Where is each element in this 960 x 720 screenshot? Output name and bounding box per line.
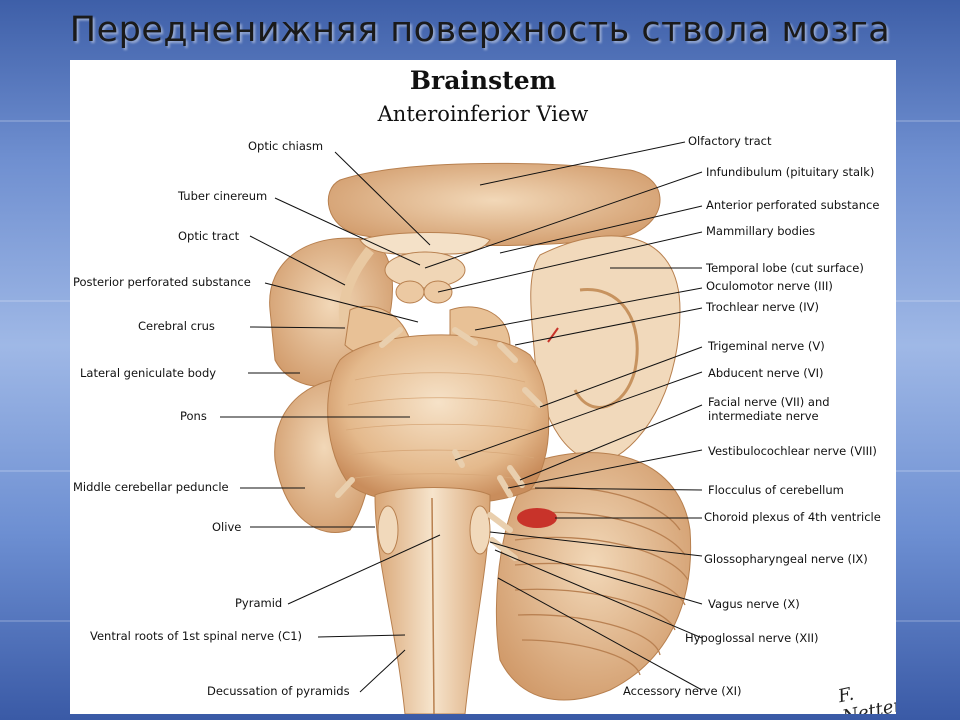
- label-glossopharyngeal-nerve: Glossopharyngeal nerve (IX): [704, 552, 868, 566]
- label-facial-nerve-line2: intermediate nerve: [708, 409, 819, 423]
- label-abducent-nerve: Abducent nerve (VI): [708, 366, 824, 380]
- label-facial-nerve-line1: Facial nerve (VII) and: [708, 395, 830, 409]
- label-decussation-of-pyramids: Decussation of pyramids: [207, 684, 350, 698]
- label-oculomotor-nerve: Oculomotor nerve (III): [706, 279, 833, 293]
- label-posterior-perforated-substance: Posterior perforated substance: [73, 275, 251, 289]
- frontal-lobe-region: [327, 162, 661, 247]
- label-cerebral-crus: Cerebral crus: [138, 319, 215, 333]
- label-middle-cerebellar-peduncle: Middle cerebellar peduncle: [73, 480, 229, 494]
- label-pons: Pons: [180, 409, 207, 423]
- label-olive: Olive: [212, 520, 242, 534]
- label-vagus-nerve: Vagus nerve (X): [708, 597, 800, 611]
- choroid-plexus-shape: [517, 508, 557, 528]
- mammillary-body-left: [395, 280, 425, 304]
- label-tuber-cinereum: Tuber cinereum: [178, 189, 268, 203]
- optic-chiasm-shape: [359, 232, 491, 255]
- label-optic-tract: Optic tract: [178, 229, 240, 243]
- label-ventral-roots-c1: Ventral roots of 1st spinal nerve (C1): [90, 629, 303, 643]
- figure-title: Brainstem: [409, 66, 557, 95]
- olive-shape-right: [469, 505, 491, 555]
- pons-striations: [345, 372, 539, 481]
- label-vestibulocochlear-nerve: Vestibulocochlear nerve (VIII): [708, 444, 877, 458]
- label-infundibulum: Infundibulum (pituitary stalk): [706, 165, 875, 179]
- label-flocculus: Flocculus of cerebellum: [708, 483, 844, 497]
- label-trigeminal-nerve: Trigeminal nerve (V): [708, 339, 825, 353]
- figure-subtitle: Anteroinferior View: [377, 102, 589, 126]
- leader-lines: [220, 141, 703, 693]
- label-accessory-nerve: Accessory nerve (XI): [623, 684, 742, 698]
- anterior-median-fissure: [431, 497, 435, 714]
- slide-title: Передненижняя поверхность ствола мозга: [69, 10, 891, 50]
- label-mammillary-bodies: Mammillary bodies: [706, 224, 816, 238]
- temporal-lobe-region: [530, 235, 681, 462]
- figure-plate: Brainstem Anteroinferior View: [70, 60, 896, 714]
- optic-tract-shape: [338, 246, 374, 326]
- label-optic-chiasm: Optic chiasm: [248, 139, 324, 153]
- label-olfactory-tract: Olfactory tract: [688, 134, 772, 148]
- label-lateral-geniculate-body: Lateral geniculate body: [80, 366, 217, 380]
- cranial-nerve-roots: [335, 327, 543, 561]
- label-choroid-plexus: Choroid plexus of 4th ventricle: [704, 510, 881, 524]
- label-pyramid: Pyramid: [235, 596, 283, 610]
- temporal-lobe-inner: [573, 288, 639, 409]
- label-hypoglossal-nerve: Hypoglossal nerve (XII): [685, 631, 819, 645]
- brainstem-illustration: [220, 141, 703, 714]
- tuber-cinereum-shape: [384, 251, 466, 289]
- label-trochlear-nerve: Trochlear nerve (IV): [706, 300, 820, 314]
- olive-shape: [377, 505, 399, 555]
- label-anterior-perforated-substance: Anterior perforated substance: [706, 198, 880, 212]
- label-temporal-lobe: Temporal lobe (cut surface): [706, 261, 864, 275]
